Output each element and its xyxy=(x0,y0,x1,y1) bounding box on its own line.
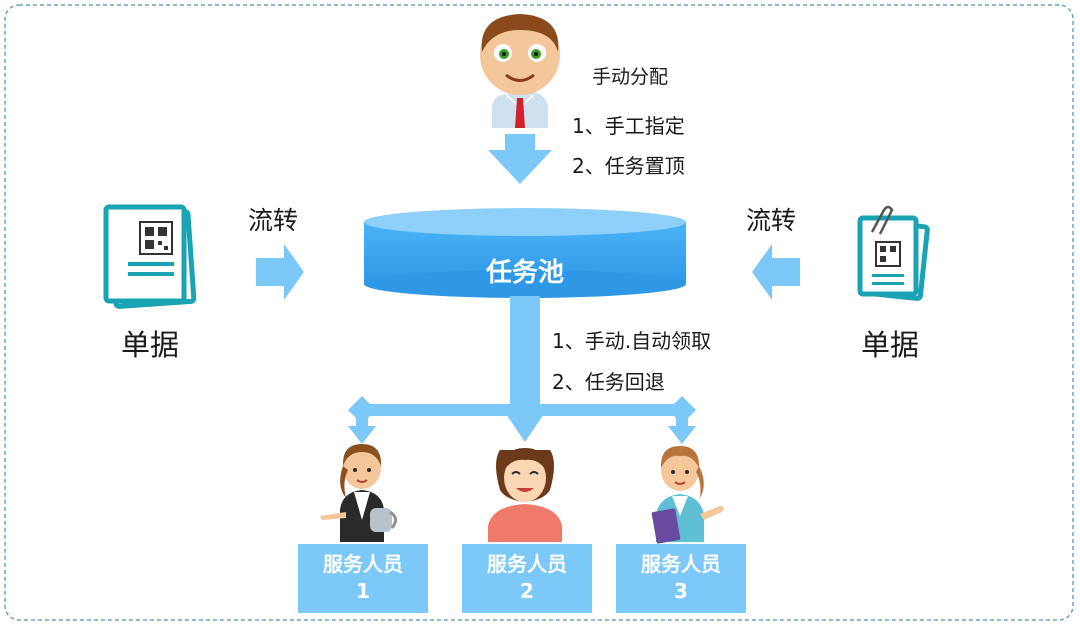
right-document-icon xyxy=(857,205,930,301)
staff-3-avatar-icon xyxy=(651,446,724,544)
pull-item-1: 1、手动.自动领取 xyxy=(552,329,712,353)
right-flow-label: 流转 xyxy=(746,206,797,235)
branch-arrow-left xyxy=(348,396,376,444)
staff-box-3: 服务人员 3 xyxy=(616,544,746,613)
left-doc-label: 单据 xyxy=(121,328,180,362)
staff-2-number: 2 xyxy=(520,579,534,603)
staff-1-name: 服务人员 xyxy=(323,552,403,576)
staff-1-avatar-icon xyxy=(320,444,397,542)
manual-assign-title: 手动分配 xyxy=(592,66,669,88)
staff-1-number: 1 xyxy=(356,579,370,603)
left-flow-arrow xyxy=(256,244,304,300)
manager-avatar-icon xyxy=(480,14,560,128)
manual-item-2: 2、任务置顶 xyxy=(572,154,685,178)
dashed-frame xyxy=(4,4,1074,621)
task-pool-label: 任务池 xyxy=(485,258,564,288)
manual-item-1: 1、手工指定 xyxy=(572,114,685,138)
staff-box-1: 服务人员 1 xyxy=(298,544,428,613)
branch-arrow-right xyxy=(668,396,696,444)
left-document-icon xyxy=(103,204,197,309)
manager-down-arrow xyxy=(488,134,552,184)
staff-3-number: 3 xyxy=(674,579,688,603)
task-pool-cylinder-icon xyxy=(364,208,686,298)
paperclip-icon xyxy=(870,205,894,235)
staff-2-name: 服务人员 xyxy=(487,552,567,576)
staff-2-avatar-icon xyxy=(488,448,562,542)
right-flow-arrow xyxy=(752,244,800,300)
branch-arrow-center xyxy=(506,414,544,442)
pull-item-2: 2、任务回退 xyxy=(552,370,665,394)
distribution-bar xyxy=(360,404,682,416)
staff-3-name: 服务人员 xyxy=(641,552,721,576)
right-doc-label: 单据 xyxy=(861,328,920,362)
staff-box-2: 服务人员 2 xyxy=(462,544,592,613)
left-flow-label: 流转 xyxy=(248,206,299,235)
distribution-trunk xyxy=(510,296,540,410)
